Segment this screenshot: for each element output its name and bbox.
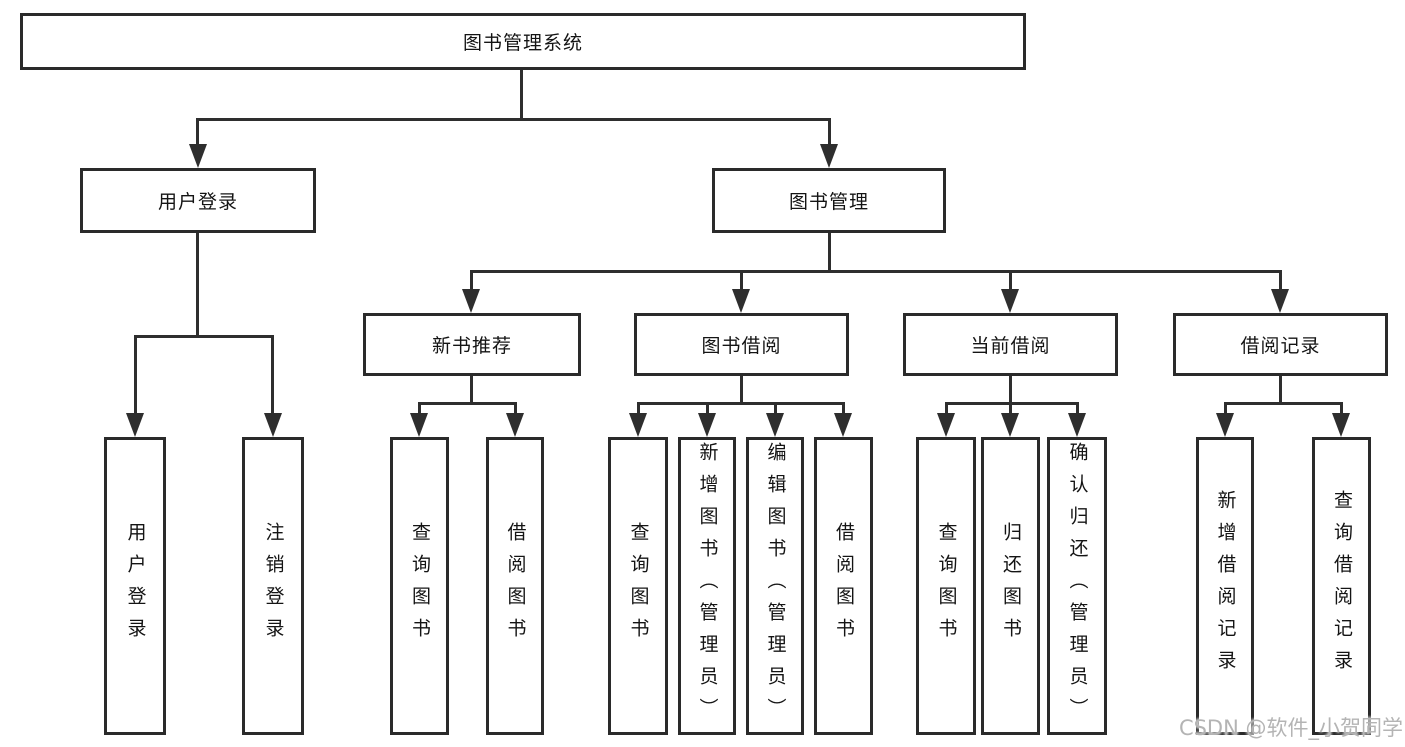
node-label: 图书借阅 (701, 335, 782, 357)
node-label: 借阅图书 (833, 522, 855, 650)
connector-stem (740, 376, 743, 404)
node-query-borrowing-record: 查询借阅记录 (1312, 437, 1371, 735)
node-current-borrowing: 当前借阅 (903, 313, 1118, 376)
connector-drop-leaf (1224, 402, 1227, 415)
arrow-down-icon (1001, 413, 1019, 437)
node-borrow-books: 借阅图书 (814, 437, 873, 735)
connector-branch (1224, 402, 1342, 405)
node-label: 用户登录 (157, 191, 238, 213)
connector-drop-new-book (470, 270, 473, 290)
node-label: 归还图书 (1000, 522, 1022, 650)
node-label: 查询借阅记录 (1331, 490, 1353, 682)
connector-stem (470, 376, 473, 404)
node-query-books-recommend: 查询图书 (390, 437, 449, 735)
node-query-books-borrowing: 查询图书 (608, 437, 668, 735)
node-edit-books-admin: 编辑图书（管理员） (746, 437, 804, 735)
node-user-login: 用户登录 (80, 168, 316, 233)
connector-user-login-branch (134, 335, 274, 338)
node-label: 新书推荐 (431, 335, 512, 357)
connector-root-stem (520, 70, 523, 121)
arrow-down-icon (629, 413, 647, 437)
arrow-down-icon (1216, 413, 1234, 437)
connector-stem (1279, 376, 1282, 404)
connector-level2-branch (196, 118, 831, 121)
connector-drop-leaf (1076, 402, 1079, 415)
connector-drop-book-management (828, 118, 831, 147)
arrow-down-icon (126, 413, 144, 437)
node-new-book-recommendation: 新书推荐 (363, 313, 581, 376)
connector-drop-leaf (134, 335, 137, 415)
node-logout: 注销登录 (242, 437, 304, 735)
node-label: 查询图书 (627, 522, 650, 650)
connector-drop-leaf (1009, 402, 1012, 415)
arrow-down-icon (410, 413, 428, 437)
node-add-books-admin: 新增图书（管理员） (678, 437, 736, 735)
node-label: 图书管理系统 (462, 32, 583, 54)
node-label: 确认归还（管理员） (1066, 442, 1089, 730)
arrow-down-icon (189, 144, 207, 168)
node-label: 新增借阅记录 (1214, 490, 1237, 682)
connector-stem (1009, 376, 1012, 404)
node-label: 注销登录 (262, 522, 285, 650)
connector-level3-branch (471, 270, 1282, 273)
node-borrowing-records: 借阅记录 (1173, 313, 1388, 376)
connector-drop-leaf (1340, 402, 1343, 415)
connector-drop-leaf (706, 402, 709, 415)
node-library-management-system: 图书管理系统 (20, 13, 1026, 70)
node-add-borrowing-record: 新增借阅记录 (1196, 437, 1254, 735)
arrow-down-icon (1271, 289, 1289, 313)
node-return-books: 归还图书 (981, 437, 1040, 735)
arrow-down-icon (937, 413, 955, 437)
node-label: 查询图书 (935, 522, 958, 650)
node-label: 编辑图书（管理员） (764, 442, 787, 730)
node-label: 借阅记录 (1240, 335, 1321, 357)
node-borrow-books-recommend: 借阅图书 (486, 437, 544, 735)
connector-drop-leaf (514, 402, 517, 415)
connector-branch (418, 402, 517, 405)
connector-drop-leaf (418, 402, 421, 415)
connector-drop-leaf (271, 335, 274, 415)
arrow-down-icon (834, 413, 852, 437)
connector-user-login-stem (196, 233, 199, 337)
node-label: 用户登录 (124, 522, 147, 650)
node-label: 新增图书（管理员） (696, 442, 719, 730)
connector-drop-leaf (842, 402, 845, 415)
node-query-books-current: 查询图书 (916, 437, 976, 735)
connector-drop-leaf (945, 402, 948, 415)
arrow-down-icon (766, 413, 784, 437)
arrow-down-icon (820, 144, 838, 168)
connector-drop-book-borrow (740, 270, 743, 290)
node-user-login-leaf: 用户登录 (104, 437, 166, 735)
connector-branch (637, 402, 844, 405)
connector-drop-leaf (774, 402, 777, 415)
node-confirm-return-admin: 确认归还（管理员） (1047, 437, 1107, 735)
arrow-down-icon (264, 413, 282, 437)
arrow-down-icon (1068, 413, 1086, 437)
arrow-down-icon (1001, 289, 1019, 313)
connector-book-management-stem (828, 233, 831, 272)
node-label: 图书管理 (788, 191, 869, 213)
watermark-text: CSDN @软件_小贺同学 (1178, 716, 1403, 740)
connector-drop-user-login (196, 118, 199, 147)
connector-drop-borrow-record (1279, 270, 1282, 290)
node-label: 当前借阅 (970, 335, 1051, 357)
node-book-borrowing: 图书借阅 (634, 313, 849, 376)
connector-drop-leaf (637, 402, 640, 415)
node-label: 查询图书 (409, 522, 431, 650)
node-book-management: 图书管理 (712, 168, 946, 233)
arrow-down-icon (506, 413, 524, 437)
arrow-down-icon (732, 289, 750, 313)
node-label: 借阅图书 (504, 522, 527, 650)
connector-drop-current-borrow (1009, 270, 1012, 290)
arrow-down-icon (462, 289, 480, 313)
arrow-down-icon (698, 413, 716, 437)
arrow-down-icon (1332, 413, 1350, 437)
